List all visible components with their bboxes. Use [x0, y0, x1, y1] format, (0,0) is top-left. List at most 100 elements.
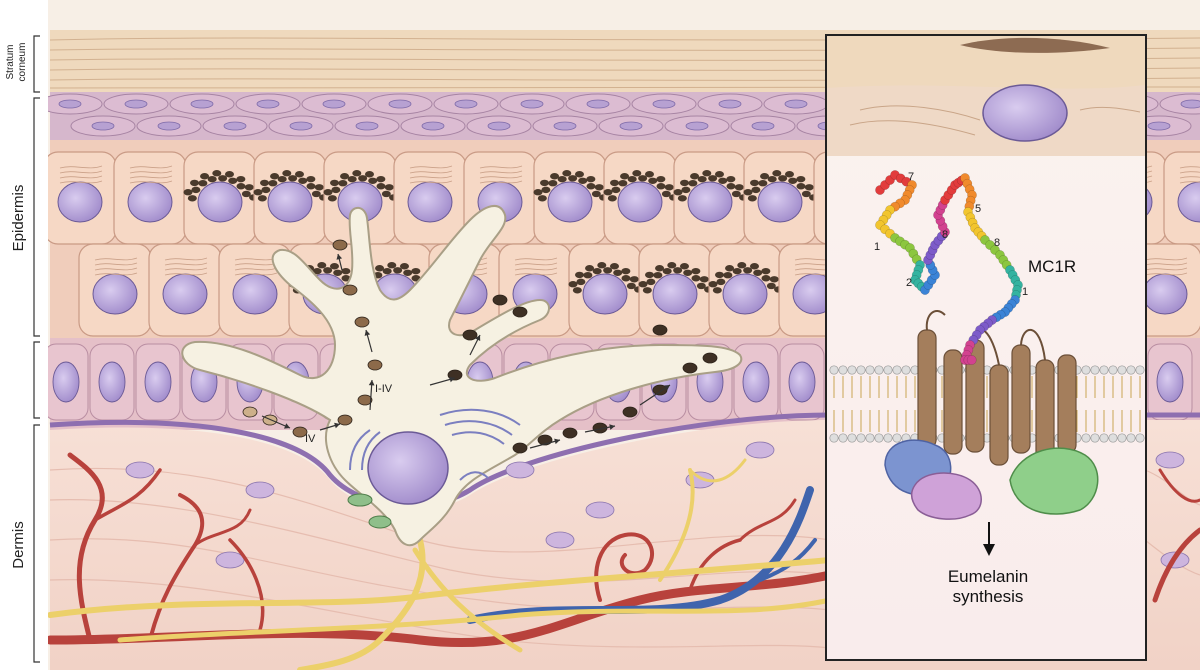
keratin-fiber — [409, 165, 453, 169]
layer-brackets — [33, 35, 40, 663]
melanin-granule — [314, 184, 324, 191]
melanin-granule — [725, 265, 735, 272]
melanocyte: IV I-IV — [181, 205, 743, 547]
keratin-fiber — [514, 267, 558, 271]
melanin-granule — [611, 186, 621, 194]
flat-cell-nucleus — [58, 99, 82, 109]
melanin-granule — [653, 271, 663, 279]
melanin-granule — [557, 175, 567, 183]
melanin-granule — [718, 177, 728, 184]
melanin-granule — [212, 170, 222, 177]
lipid-head — [892, 433, 902, 443]
melanin-granule — [585, 265, 595, 272]
melanin-granule — [323, 267, 333, 274]
keratin-fiber — [164, 257, 208, 261]
melanin-granule — [384, 184, 394, 191]
helix-number: 5 — [975, 203, 981, 215]
melanin-granule — [236, 175, 246, 183]
lipid-head — [1090, 365, 1100, 375]
melanin-granule — [253, 189, 263, 196]
melanin-granule — [751, 186, 761, 194]
melanin-granule — [550, 173, 560, 180]
melanin-granule — [282, 170, 292, 177]
melanosome — [292, 426, 308, 438]
melanin-granule — [679, 179, 689, 187]
keratinocyte-cells — [43, 151, 1200, 337]
melanin-granule — [399, 263, 409, 270]
melanin-granule — [761, 267, 771, 275]
arrow-head — [368, 380, 375, 386]
melanin-granule — [241, 190, 251, 198]
melanin-granule — [562, 170, 572, 177]
melanin-granule — [673, 267, 683, 274]
melanin-granule — [638, 175, 648, 182]
melanin-granule — [747, 195, 757, 202]
melanin-granule — [683, 269, 693, 276]
flat-cell-nucleus — [124, 99, 148, 109]
melanin-granule — [368, 177, 378, 184]
keratinocyte-nucleus — [162, 273, 208, 315]
melanin-granule — [198, 179, 208, 187]
outcome-line-2: synthesis — [953, 587, 1024, 606]
keratinocyte-nucleus — [687, 181, 733, 223]
keratin-fiber — [409, 170, 453, 174]
keratinocyte-nucleus — [127, 181, 173, 223]
melanin-granule — [753, 269, 763, 276]
melanin-granule — [749, 263, 759, 270]
outcome-line-1: Eumelanin — [948, 567, 1028, 586]
stage-label-i-iv: I-IV — [375, 383, 393, 395]
helix-number: 7 — [908, 171, 914, 183]
melanin-granule — [387, 262, 397, 269]
melanin-granule — [306, 175, 316, 183]
melanin-granule — [340, 173, 350, 180]
keratin-fiber — [129, 180, 173, 184]
melanin-granule — [621, 267, 631, 275]
g-protein-green — [1009, 447, 1099, 515]
melanin-granule — [576, 278, 586, 286]
lipid-head — [1126, 365, 1136, 375]
melanin-granule — [804, 184, 814, 191]
keratinocyte-nucleus — [232, 273, 278, 315]
keratin-fiber — [129, 165, 173, 169]
melanin-granule — [767, 175, 777, 183]
keratin-fiber — [164, 262, 208, 266]
arrow-shaft — [639, 384, 671, 406]
melanin-granule — [662, 267, 672, 275]
fibroblast — [505, 461, 535, 479]
lipid-head — [883, 433, 893, 443]
melanin-granule — [627, 175, 637, 183]
label-stratum-line2: corneum — [17, 43, 28, 82]
inset-nucleus — [982, 84, 1068, 142]
melanin-granule — [714, 271, 724, 279]
melanosome — [354, 316, 370, 328]
melanin-granule — [352, 170, 362, 177]
keratin-fiber — [129, 175, 173, 179]
melanin-granule — [667, 262, 677, 269]
melanin-granule — [375, 265, 385, 272]
keratin-fiber — [479, 175, 523, 179]
lipid-head — [874, 365, 884, 375]
transmembrane-helix — [917, 329, 937, 449]
melanin-granule — [796, 183, 806, 190]
melanin-granule — [376, 183, 386, 190]
melanin-granule — [183, 189, 193, 196]
melanin-granule — [621, 275, 631, 282]
melanin-granule — [586, 175, 596, 183]
melanosomes — [242, 239, 718, 454]
melanin-granule — [758, 179, 768, 187]
melanin-granule — [688, 179, 698, 187]
melanin-granule — [329, 179, 339, 187]
melanin-granule — [796, 175, 806, 183]
melanin-granule — [712, 287, 722, 294]
melanin-granule — [761, 275, 771, 282]
lipid-head — [1126, 433, 1136, 443]
keratinocyte-nucleus — [407, 181, 453, 223]
melanin-granule — [708, 281, 718, 288]
helix-number: 1 — [1022, 286, 1028, 298]
melanin-granule — [696, 282, 706, 290]
keratin-fiber — [164, 267, 208, 271]
keratinocyte-nucleus — [1177, 181, 1200, 223]
fibroblast — [545, 531, 575, 549]
melanin-granule — [632, 170, 642, 177]
melanin-granule — [648, 177, 658, 184]
